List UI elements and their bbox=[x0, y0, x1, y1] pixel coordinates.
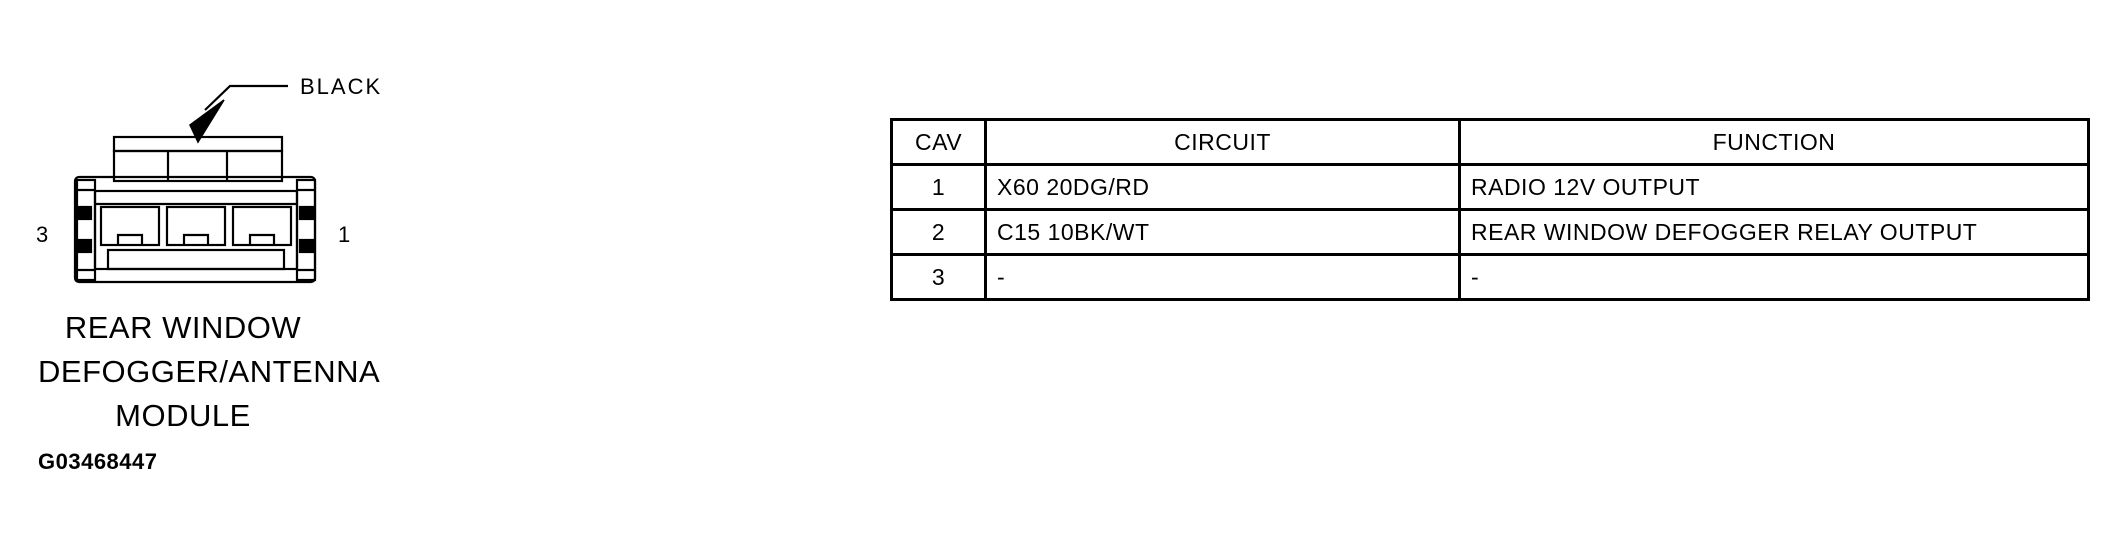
circuit-cell: X60 20DG/RD bbox=[984, 163, 1461, 211]
table-header-row: CAV CIRCUIT FUNCTION bbox=[890, 118, 2090, 166]
module-name-line-2: DEFOGGER/ANTENNA bbox=[38, 354, 381, 389]
cav-cell: 2 bbox=[890, 208, 987, 256]
function-cell: RADIO 12V OUTPUT bbox=[1458, 163, 2090, 211]
header-cav: CAV bbox=[890, 118, 987, 166]
header-function: FUNCTION bbox=[1458, 118, 2090, 166]
pin-1-label: 1 bbox=[338, 222, 352, 247]
color-arrow-head bbox=[189, 99, 225, 144]
color-leader-line bbox=[204, 84, 288, 111]
connector-body bbox=[73, 175, 317, 284]
module-name-line-3: MODULE bbox=[115, 398, 251, 433]
connector-diagram bbox=[73, 84, 317, 284]
function-cell: REAR WINDOW DEFOGGER RELAY OUTPUT bbox=[1458, 208, 2090, 256]
module-name-line-1: REAR WINDOW bbox=[64, 310, 302, 345]
cavity-1 bbox=[231, 205, 293, 247]
cavity-3 bbox=[99, 205, 161, 247]
cav-cell: 1 bbox=[890, 163, 987, 211]
figure-id: G03468447 bbox=[38, 449, 158, 474]
table-row: 2 C15 10BK/WT REAR WINDOW DEFOGGER RELAY… bbox=[890, 208, 2090, 256]
table-row: 1 X60 20DG/RD RADIO 12V OUTPUT bbox=[890, 163, 2090, 211]
cavity-2 bbox=[165, 205, 227, 247]
pin-3-label: 3 bbox=[36, 222, 50, 247]
circuit-cell: - bbox=[984, 253, 1461, 301]
module-name: REAR WINDOW DEFOGGER/ANTENNA MODULE bbox=[38, 306, 381, 438]
pinout-table: CAV CIRCUIT FUNCTION 1 X60 20DG/RD RADIO… bbox=[890, 118, 2090, 301]
table-row: 3 - - bbox=[890, 253, 2090, 301]
circuit-cell: C15 10BK/WT bbox=[984, 208, 1461, 256]
cav-cell: 3 bbox=[890, 253, 987, 301]
wire-color-label: BLACK bbox=[300, 74, 383, 99]
header-circuit: CIRCUIT bbox=[984, 118, 1461, 166]
function-cell: - bbox=[1458, 253, 2090, 301]
